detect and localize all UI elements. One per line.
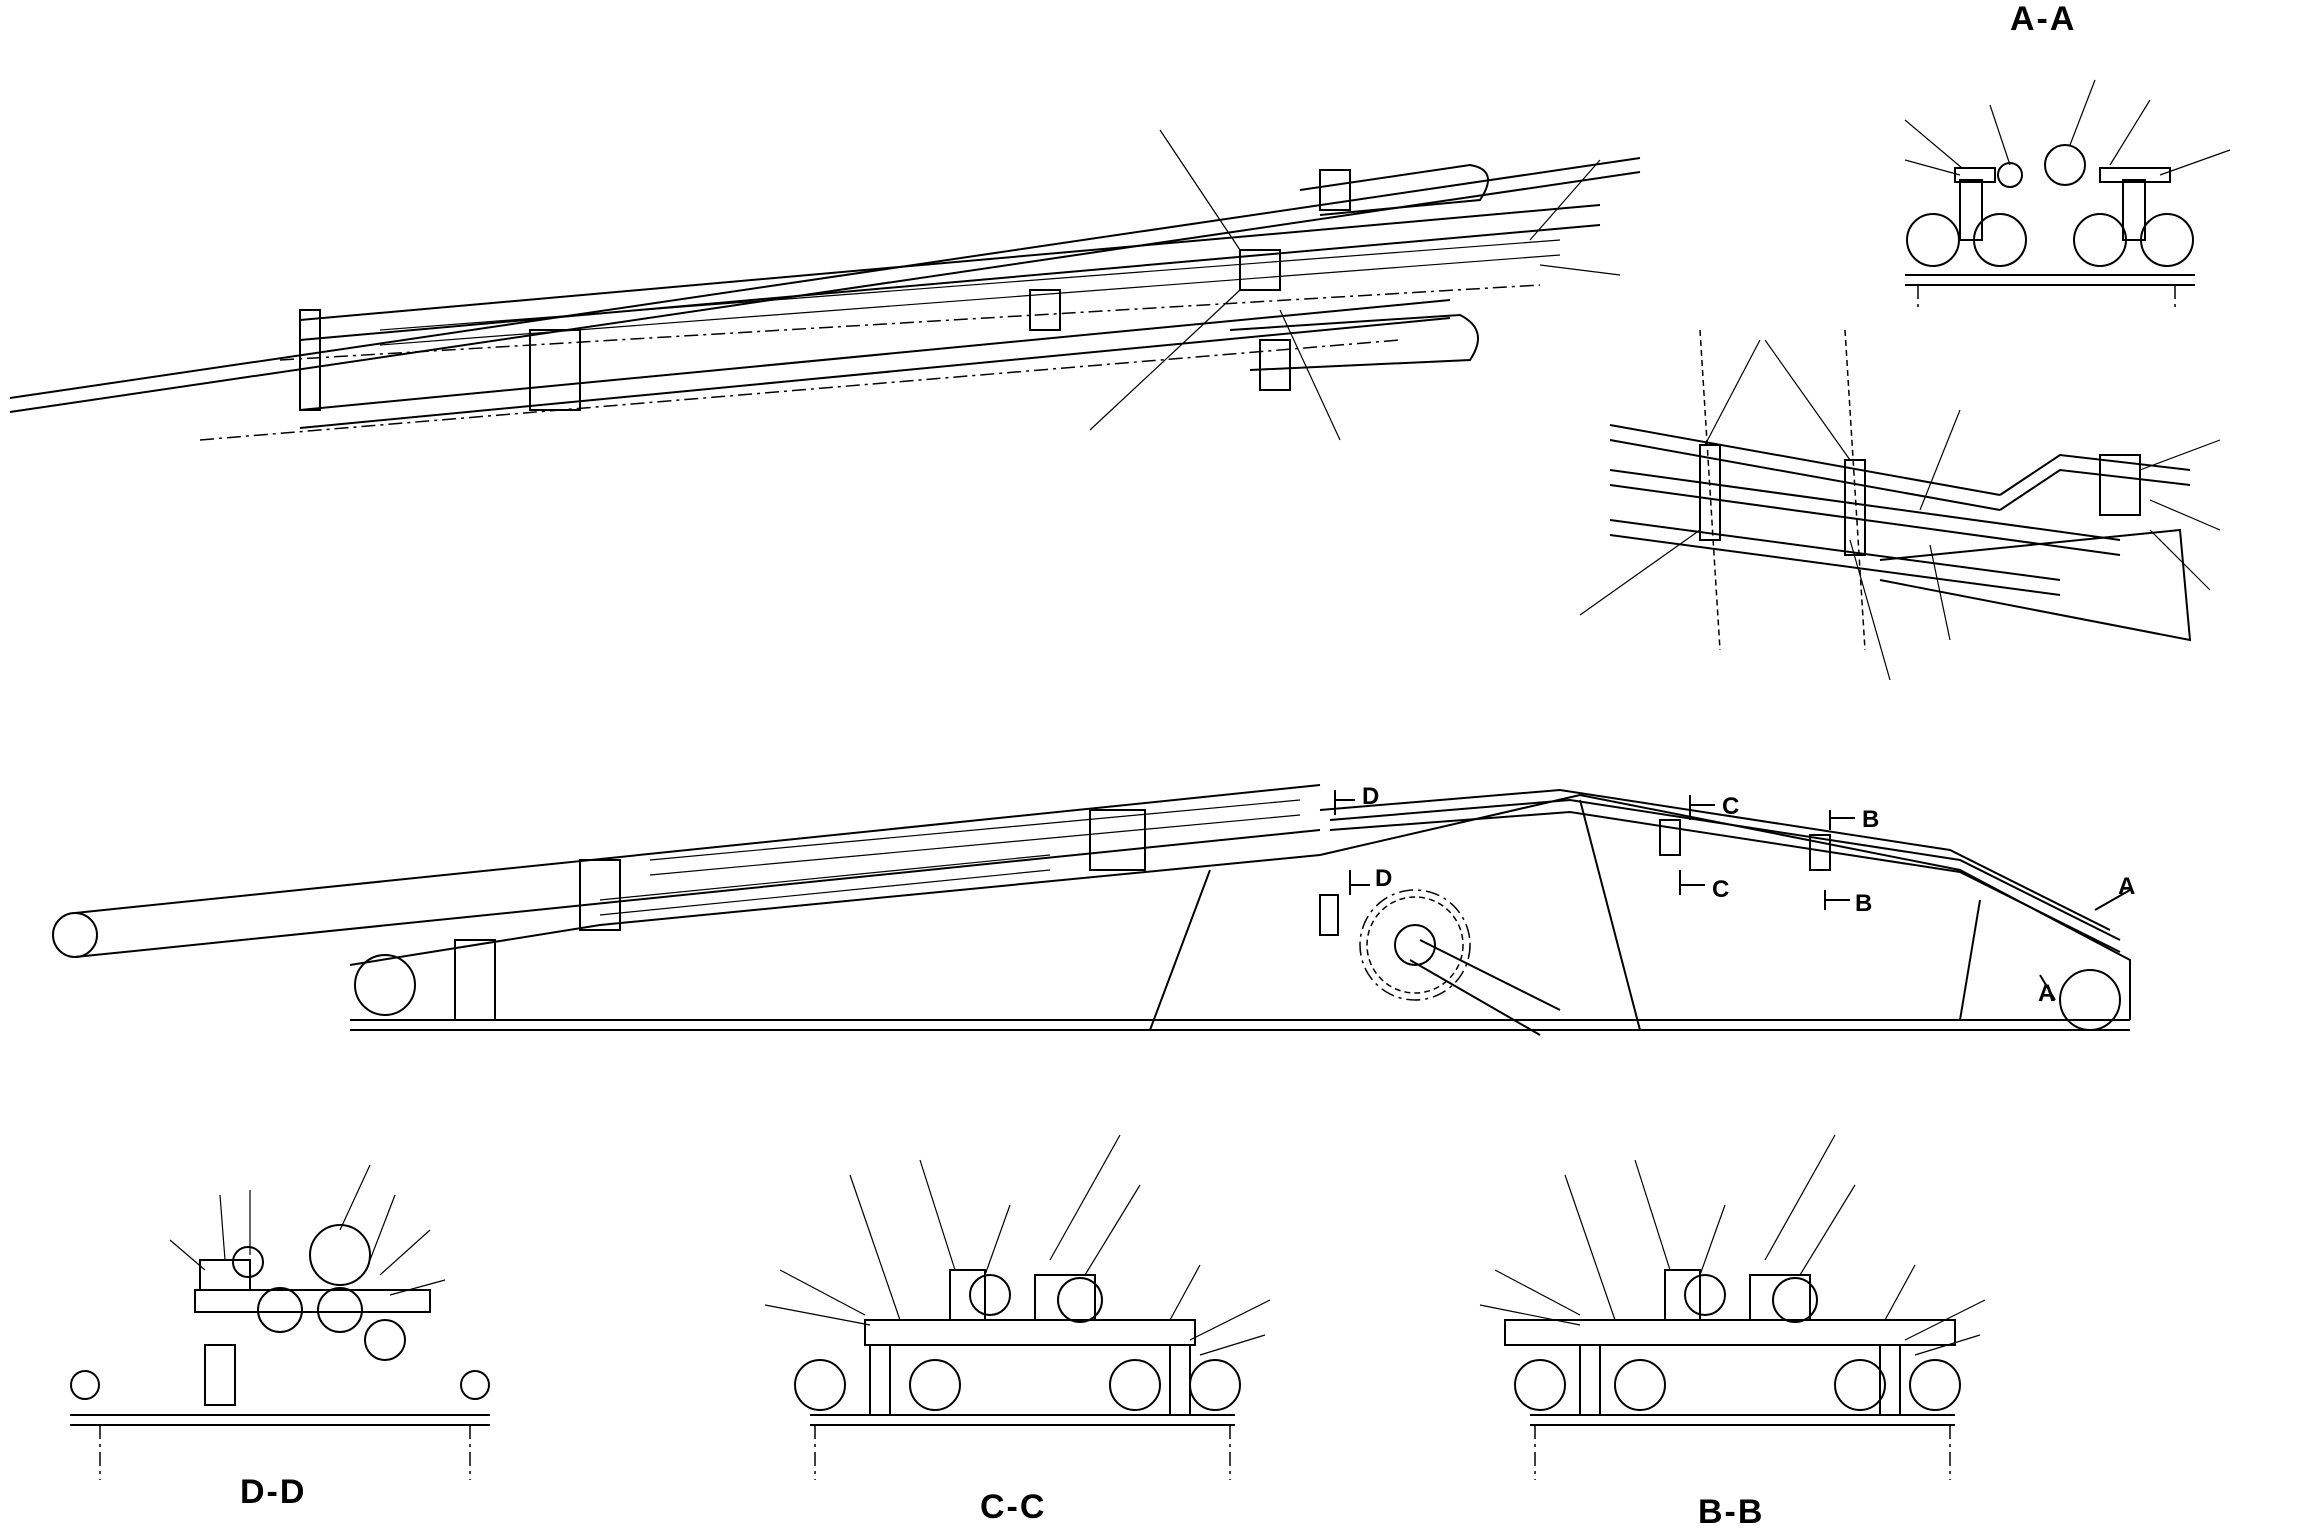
side-elevation-boom bbox=[52, 784, 2131, 1036]
section-marker-b-top: B bbox=[1862, 806, 1880, 833]
section-marker-c-top: C bbox=[1722, 793, 1740, 820]
section-bb-view bbox=[1479, 1134, 1986, 1480]
section-title-aa: A-A bbox=[2010, 0, 2077, 38]
section-aa-view bbox=[1904, 79, 2231, 310]
section-title-cc: C-C bbox=[980, 1488, 1047, 1526]
section-title-bb: B-B bbox=[1698, 1493, 1765, 1531]
detail-plan-view bbox=[1579, 329, 2221, 681]
section-marker-b-bottom: B bbox=[1855, 890, 1873, 917]
section-marker-a-bottom: A bbox=[2038, 980, 2056, 1007]
section-title-dd: D-D bbox=[240, 1473, 307, 1511]
section-cut-arrows bbox=[1334, 790, 2131, 1001]
section-cc-view bbox=[764, 1134, 1271, 1480]
section-marker-c-bottom: C bbox=[1712, 876, 1730, 903]
section-marker-a-top: A bbox=[2118, 873, 2136, 900]
top-view-boom bbox=[9, 129, 1641, 441]
section-marker-d-top: D bbox=[1362, 783, 1380, 810]
section-dd-view bbox=[70, 1164, 490, 1480]
section-marker-d-bottom: D bbox=[1375, 865, 1393, 892]
